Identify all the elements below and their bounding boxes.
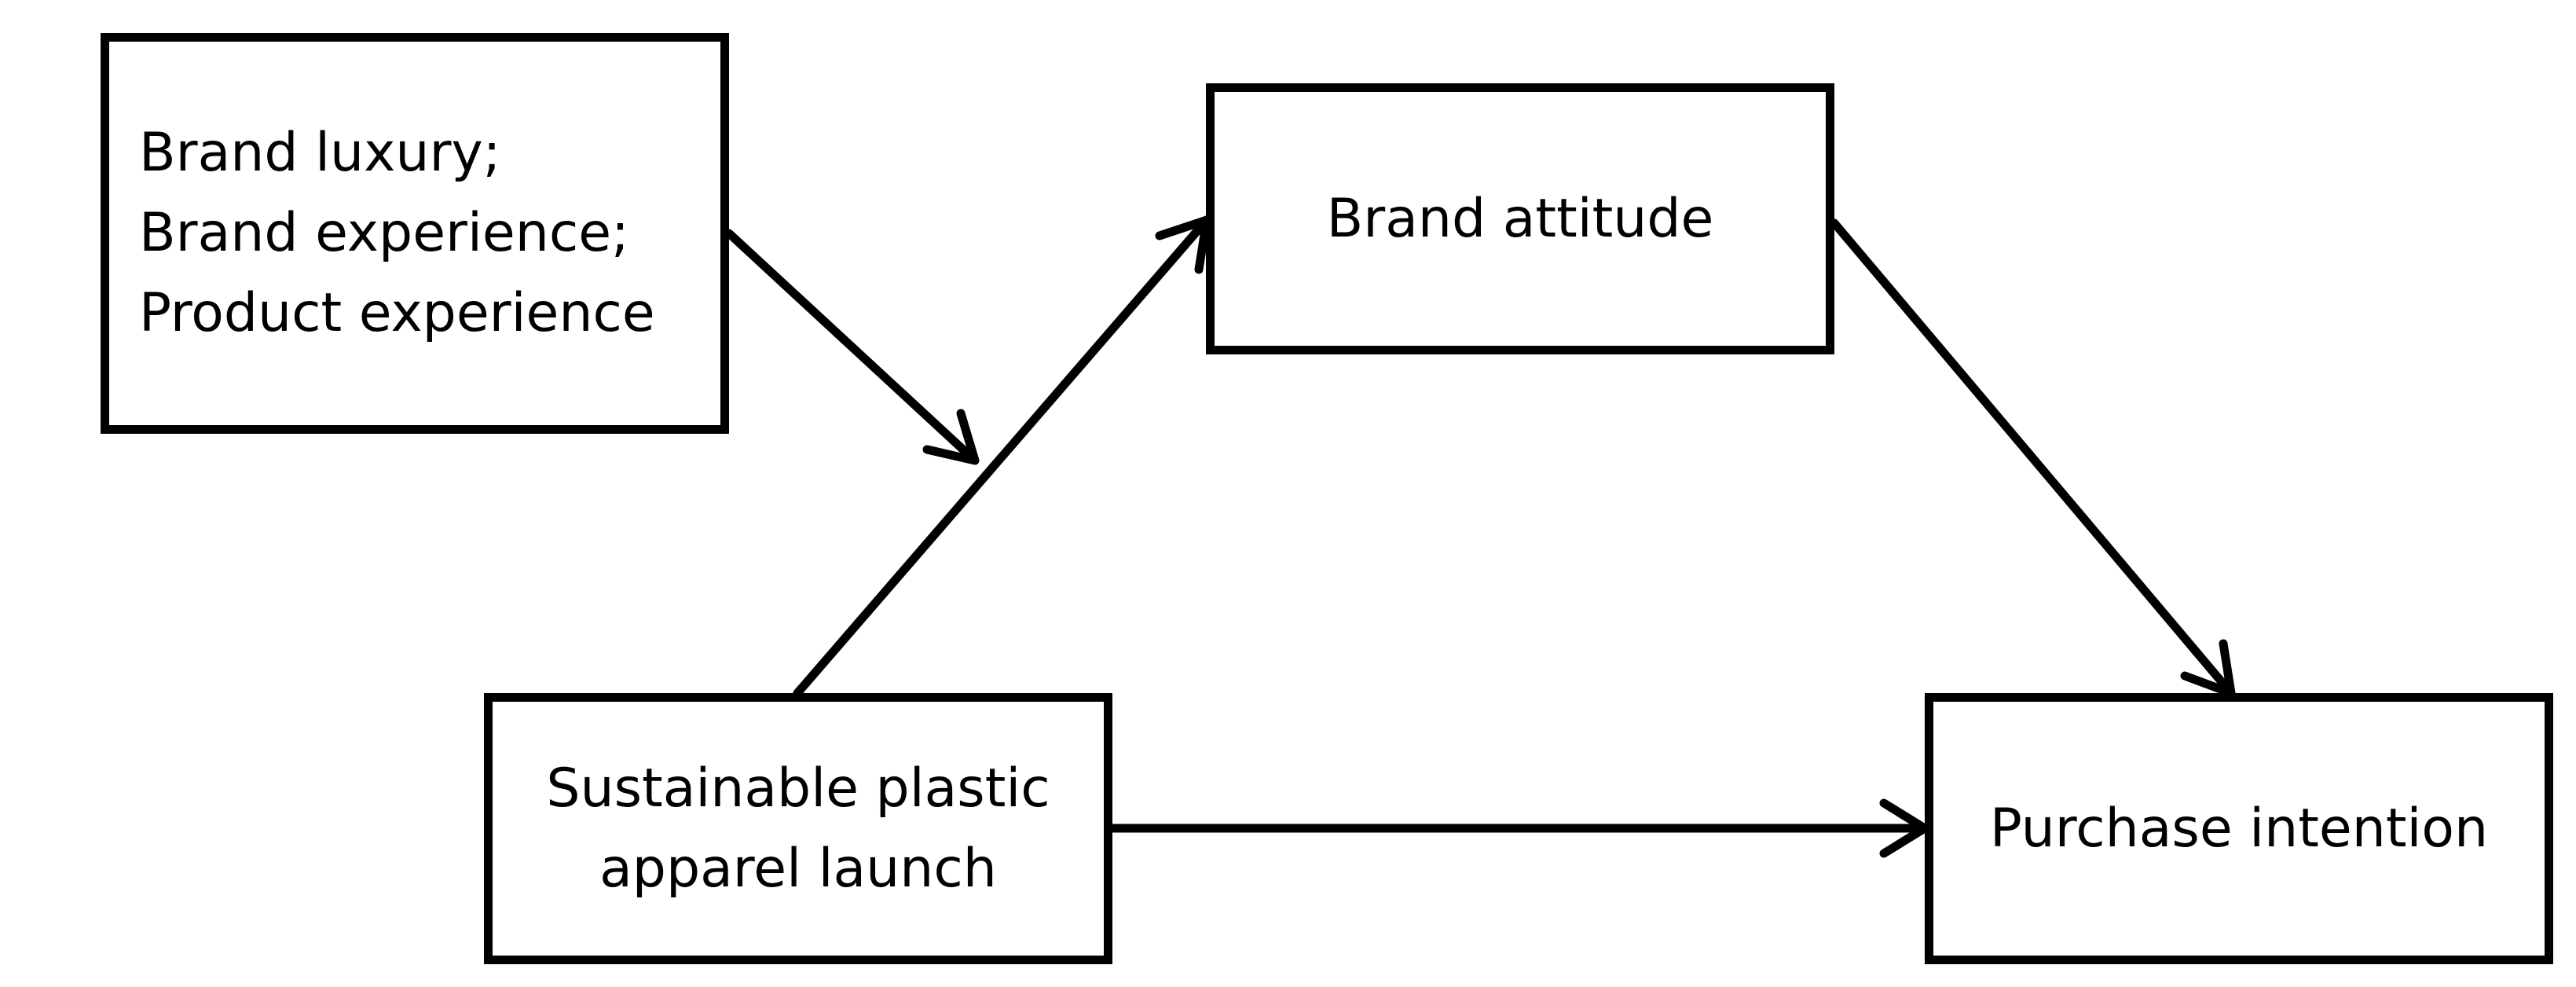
antecedents-text: Brand luxury; Brand experience; Product … <box>139 113 655 354</box>
purchase-intention-box: Purchase intention <box>1925 693 2553 964</box>
launch-text: Sustainable plastic apparel launch <box>546 749 1050 909</box>
launch-box: Sustainable plastic apparel launch <box>484 693 1112 964</box>
antecedents-box: Brand luxury; Brand experience; Product … <box>101 33 729 434</box>
brand-attitude-label: Brand attitude <box>1326 187 1714 250</box>
arrow-brand-attitude-to-purchase <box>1830 218 2236 698</box>
antecedent-brand-experience: Brand experience; <box>139 202 629 264</box>
launch-line-2: apparel launch <box>599 837 997 900</box>
antecedent-brand-luxury: Brand luxury; <box>139 122 501 184</box>
arrowhead-moderation <box>922 409 980 465</box>
launch-line-1: Sustainable plastic <box>546 757 1050 820</box>
arrow-antecedents-moderation <box>724 229 980 465</box>
brand-attitude-box: Brand attitude <box>1206 83 1834 354</box>
purchase-intention-label: Purchase intention <box>1989 797 2489 860</box>
antecedent-product-experience: Product experience <box>139 282 655 344</box>
arrow-launch-to-brand-attitude <box>793 215 1211 698</box>
